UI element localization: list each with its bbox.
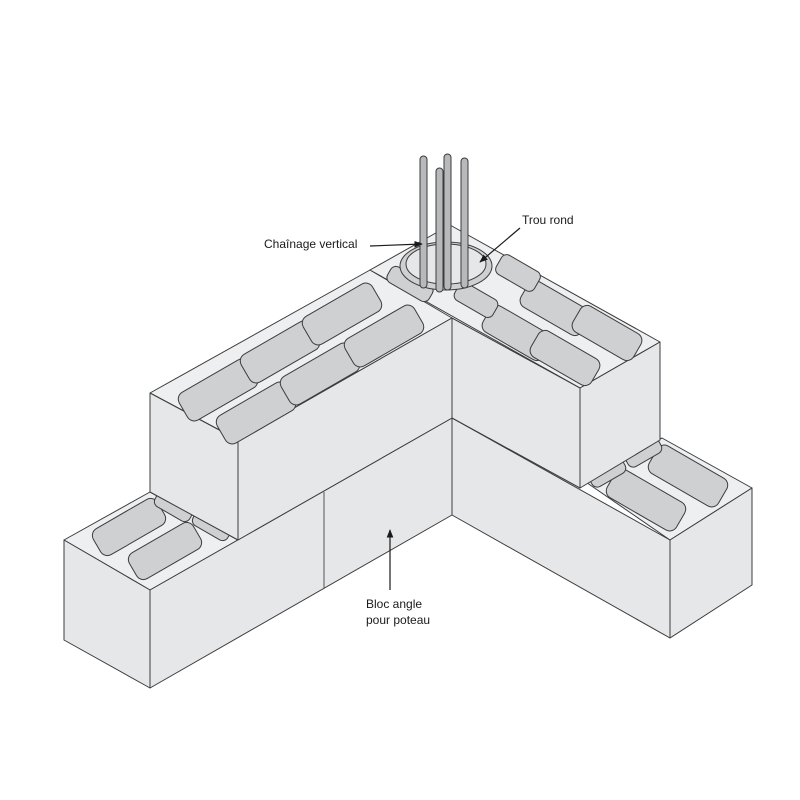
annotations: Chaînage vertical Trou rond Bloc angle p… xyxy=(264,213,574,627)
lower-right-block-end xyxy=(669,487,753,639)
upper-cell-8 xyxy=(529,329,601,387)
label-bloc-angle: Bloc angle xyxy=(366,597,422,611)
upper-left-end xyxy=(149,392,239,541)
upper-course xyxy=(149,224,661,541)
upper-cell-11 xyxy=(495,254,541,292)
upper-cell-10 xyxy=(571,304,643,362)
vertical-rebars xyxy=(419,153,469,293)
label-trou-rond: Trou rond xyxy=(522,213,574,227)
lower-course xyxy=(63,417,753,689)
arrow-chainage xyxy=(369,240,423,248)
rebar-4 xyxy=(435,167,444,293)
arrow-trou xyxy=(479,227,521,263)
lower-left-cell-2 xyxy=(127,521,203,581)
rebar-3 xyxy=(460,157,469,289)
label-pour-poteau: pour poteau xyxy=(366,613,430,627)
upper-cell-6 xyxy=(343,304,425,368)
label-chainage-vertical: Chaînage vertical xyxy=(264,237,357,251)
rebar-2 xyxy=(443,153,452,291)
rebar-1 xyxy=(419,155,428,289)
upper-cell-5 xyxy=(301,282,383,346)
